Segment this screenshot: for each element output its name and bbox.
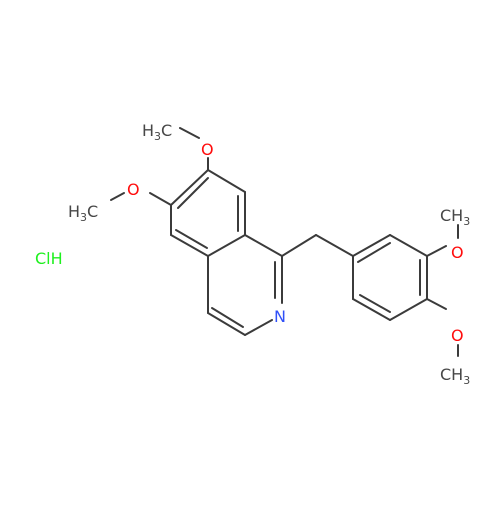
bond-c1-ch2: [281, 234, 317, 257]
bond-c1p-c2p-double: [357, 242, 391, 263]
oxygen-label-top: O: [201, 140, 214, 159]
bond-c2p-c3p: [389, 234, 428, 257]
bond-c4a-c5-double: [175, 229, 208, 249]
bond-c1p-c2p: [352, 234, 391, 257]
bond-c8a-c1: [244, 234, 283, 257]
bond-c3-c4-double: [211, 307, 244, 328]
oxygen-label-left: O: [127, 180, 140, 199]
nitrogen-label: N: [274, 307, 286, 326]
bond-c5p-c6p: [352, 298, 391, 321]
bond-c3-c4: [207, 312, 246, 336]
bond-n2-c3: [244, 319, 273, 336]
bond-ch2-c1prime: [315, 234, 354, 257]
oxygen-label-right-bottom: O: [451, 326, 464, 345]
bond-c4a-c5: [170, 234, 209, 257]
bond-c4p-c5p: [389, 298, 428, 321]
bond-c6-c7: [170, 169, 209, 206]
bonds: [110, 127, 459, 357]
bond-c4p-o: [426, 298, 447, 310]
oxygen-label-right-top: O: [451, 243, 464, 262]
bond-ch3-o-left: [110, 192, 125, 201]
bond-o-c6: [149, 192, 172, 206]
bond-c8a-c4a: [207, 234, 246, 257]
hcl-label: ClH: [35, 249, 63, 268]
ch3-label-left: H3C: [68, 202, 98, 224]
ch3-label-right-top: CH3: [440, 206, 470, 228]
atom-labels: H3C O H3C O ClH N CH3 O O CH3: [35, 121, 470, 387]
ch3-label-top: H3C: [142, 121, 172, 143]
bond-c5p-c6p-double: [359, 294, 391, 313]
bond-c6-c7-double: [177, 177, 209, 209]
ch3-label-right-bottom: CH3: [440, 365, 470, 387]
bond-c7-c8: [207, 169, 246, 193]
bond-ch3-o-top: [179, 127, 200, 139]
bond-c3p-o: [426, 245, 447, 257]
